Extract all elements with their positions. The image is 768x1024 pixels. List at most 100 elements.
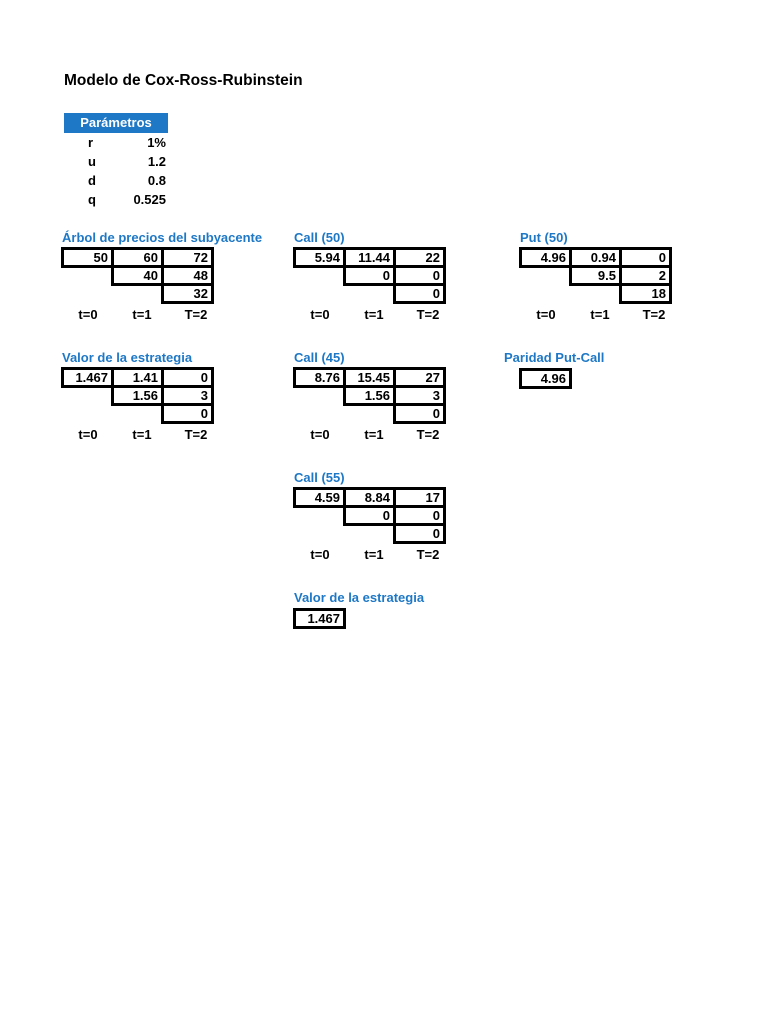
time-label: t=1 (364, 547, 384, 562)
empty-cell (521, 267, 571, 285)
tree-cell: 22 (393, 247, 446, 268)
tree-title: Call (50) (294, 230, 345, 245)
time-label: T=2 (416, 427, 440, 442)
time-label: t=0 (310, 547, 330, 562)
empty-cell (113, 405, 163, 423)
time-label: T=2 (416, 547, 440, 562)
paridad-value-cell: 4.96 (519, 368, 572, 389)
empty-cell (295, 267, 345, 285)
tree-cell: 0 (393, 505, 446, 526)
parameter-value: 0.8 (147, 173, 166, 188)
parameter-value: 0.525 (133, 192, 166, 207)
time-label: t=1 (364, 427, 384, 442)
tree-cell: 1.41 (111, 367, 164, 388)
parameter-label: q (88, 192, 96, 207)
empty-cell (295, 405, 345, 423)
tree-cell: 18 (619, 283, 672, 304)
tree-cell: 0 (343, 265, 396, 286)
time-label: T=2 (184, 427, 208, 442)
tree-call50: Call (50) 5.94 11.44 22 0 0 0 t=0 t=1 T=… (293, 231, 455, 322)
time-axis: t=0 t=1 T=2 (293, 427, 455, 442)
parameters-table: Parámetros r 1% u 1.2 d 0.8 q 0.525 (64, 113, 168, 209)
tree-call55: Call (55) 4.59 8.84 17 0 0 0 t=0 t=1 T=2 (293, 471, 455, 562)
tree-cell: 60 (111, 247, 164, 268)
parameter-label: r (88, 135, 94, 150)
tree-cell: 17 (393, 487, 446, 508)
tree-cell: 8.76 (293, 367, 346, 388)
binomial-tree-table: 5.94 11.44 22 0 0 0 (293, 247, 446, 304)
binomial-tree-table: 50 60 72 40 48 32 (61, 247, 214, 304)
parameter-label: u (88, 154, 96, 169)
parameter-row: q 0.525 (64, 190, 168, 209)
tree-cell: 0 (393, 403, 446, 424)
tree-cell: 4.59 (293, 487, 346, 508)
paridad-title: Paridad Put-Call (504, 350, 605, 365)
tree-cell: 11.44 (343, 247, 396, 268)
tree-cell: 1.56 (343, 385, 396, 406)
tree-cell: 9.5 (569, 265, 622, 286)
empty-cell (63, 285, 113, 303)
time-label: t=0 (78, 427, 98, 442)
empty-cell (295, 507, 345, 525)
tree-cell: 15.45 (343, 367, 396, 388)
time-label: t=0 (310, 427, 330, 442)
empty-cell (345, 525, 395, 543)
empty-cell (63, 405, 113, 423)
tree-cell: 32 (161, 283, 214, 304)
time-label: t=1 (364, 307, 384, 322)
time-label: t=1 (132, 307, 152, 322)
valor-estrategia-title: Valor de la estrategia (294, 590, 425, 605)
valor-estrategia-total-block: Valor de la estrategia 1.467 (293, 591, 424, 629)
tree-cell: 50 (61, 247, 114, 268)
valor-estrategia-value-cell: 1.467 (293, 608, 346, 629)
parameters-header: Parámetros (64, 113, 168, 133)
tree-title: Put (50) (520, 230, 568, 245)
parameter-row: r 1% (64, 133, 168, 152)
empty-cell (345, 285, 395, 303)
tree-call45: Call (45) 8.76 15.45 27 1.56 3 0 t=0 t=1… (293, 351, 455, 442)
tree-title: Call (45) (294, 350, 345, 365)
tree-cell: 48 (161, 265, 214, 286)
time-label: T=2 (416, 307, 440, 322)
parameter-label: d (88, 173, 96, 188)
time-label: t=1 (132, 427, 152, 442)
tree-cell: 0 (393, 265, 446, 286)
time-label: T=2 (642, 307, 666, 322)
time-label: T=2 (184, 307, 208, 322)
tree-title: Árbol de precios del subyacente (62, 230, 263, 245)
tree-cell: 0 (393, 283, 446, 304)
empty-cell (521, 285, 571, 303)
tree-put50: Put (50) 4.96 0.94 0 9.5 2 18 t=0 t=1 T=… (519, 231, 681, 322)
tree-title: Valor de la estrategia (62, 350, 193, 365)
tree-cell: 0 (343, 505, 396, 526)
parameter-value: 1% (147, 135, 166, 150)
tree-cell: 27 (393, 367, 446, 388)
time-axis: t=0 t=1 T=2 (61, 307, 262, 322)
tree-cell: 0.94 (569, 247, 622, 268)
binomial-tree-table: 1.467 1.41 0 1.56 3 0 (61, 367, 214, 424)
time-label: t=0 (78, 307, 98, 322)
empty-cell (295, 285, 345, 303)
tree-cell: 2 (619, 265, 672, 286)
empty-cell (345, 405, 395, 423)
tree-cell: 1.56 (111, 385, 164, 406)
binomial-tree-table: 4.96 0.94 0 9.5 2 18 (519, 247, 672, 304)
tree-cell: 0 (161, 367, 214, 388)
empty-cell (63, 387, 113, 405)
binomial-tree-table: 4.59 8.84 17 0 0 0 (293, 487, 446, 544)
time-axis: t=0 t=1 T=2 (293, 547, 455, 562)
tree-cell: 40 (111, 265, 164, 286)
binomial-tree-table: 8.76 15.45 27 1.56 3 0 (293, 367, 446, 424)
tree-cell: 0 (393, 523, 446, 544)
parameter-row: d 0.8 (64, 171, 168, 190)
tree-cell: 0 (619, 247, 672, 268)
tree-cell: 5.94 (293, 247, 346, 268)
empty-cell (295, 387, 345, 405)
parameter-value: 1.2 (147, 154, 166, 169)
tree-cell: 3 (393, 385, 446, 406)
empty-cell (63, 267, 113, 285)
time-label: t=1 (590, 307, 610, 322)
parameter-row: u 1.2 (64, 152, 168, 171)
tree-title: Call (55) (294, 470, 345, 485)
